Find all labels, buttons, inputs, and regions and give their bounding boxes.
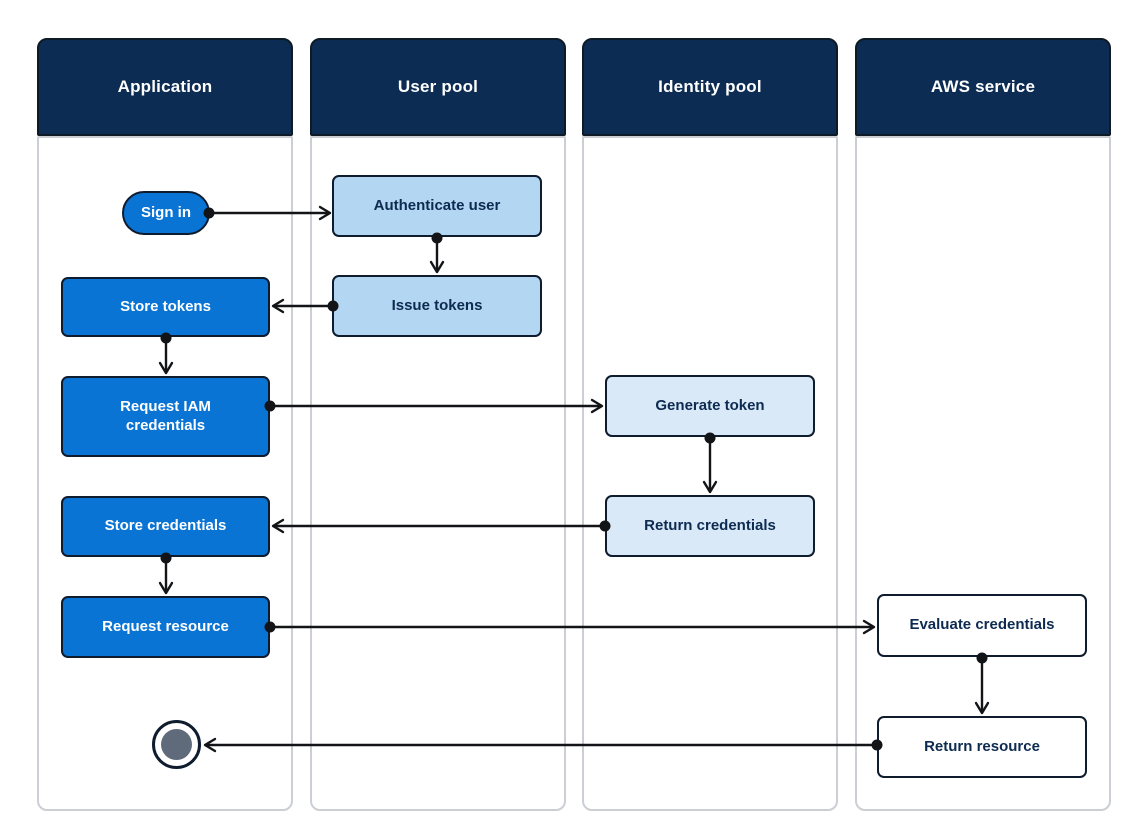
lane-user-pool: User pool [310,38,566,811]
lane-title: AWS service [930,77,1036,96]
node-authenticate-user: Authenticate user [332,175,542,237]
node-label: Store credentials [104,517,227,535]
node-label: Authenticate user [373,196,501,214]
node-generate-token: Generate token [605,375,815,437]
lane-body-aws-service [855,136,1111,811]
lane-header-user-pool: User pool [310,38,566,136]
node-return-resource: Return resource [877,716,1087,778]
lane-body-identity-pool [582,136,838,811]
node-return-credentials: Return credentials [605,495,815,557]
node-label: Sign in [141,203,191,221]
lane-title: User pool [397,77,479,96]
lane-application: Application [37,38,293,811]
lane-title: Identity pool [658,77,762,96]
node-sign-in: Sign in [122,191,210,235]
lane-header-aws-service: AWS service [855,38,1111,136]
node-label: Generate token [655,396,765,414]
node-issue-tokens: Issue tokens [332,275,542,337]
node-label: Issue tokens [391,296,483,314]
node-store-tokens: Store tokens [61,277,270,337]
node-label: Return credentials [644,516,776,534]
node-request-iam-credentials: Request IAM credentials [61,376,270,457]
node-label: Evaluate credentials [909,616,1055,634]
lane-body-application [37,136,293,811]
lane-header-application: Application [37,38,293,136]
lane-aws-service: AWS service [855,38,1111,811]
node-label: Request resource [102,617,229,635]
end-node-icon [152,720,201,769]
node-label: Store tokens [120,297,211,315]
node-label: Request IAM credentials [120,397,211,434]
lane-title: Application [117,77,213,96]
node-label: Return resource [924,737,1040,755]
node-store-credentials: Store credentials [61,496,270,557]
node-evaluate-credentials: Evaluate credentials [877,594,1087,657]
node-request-resource: Request resource [61,596,270,658]
lane-body-user-pool [310,136,566,811]
lane-header-identity-pool: Identity pool [582,38,838,136]
end-node-dot [161,729,192,760]
